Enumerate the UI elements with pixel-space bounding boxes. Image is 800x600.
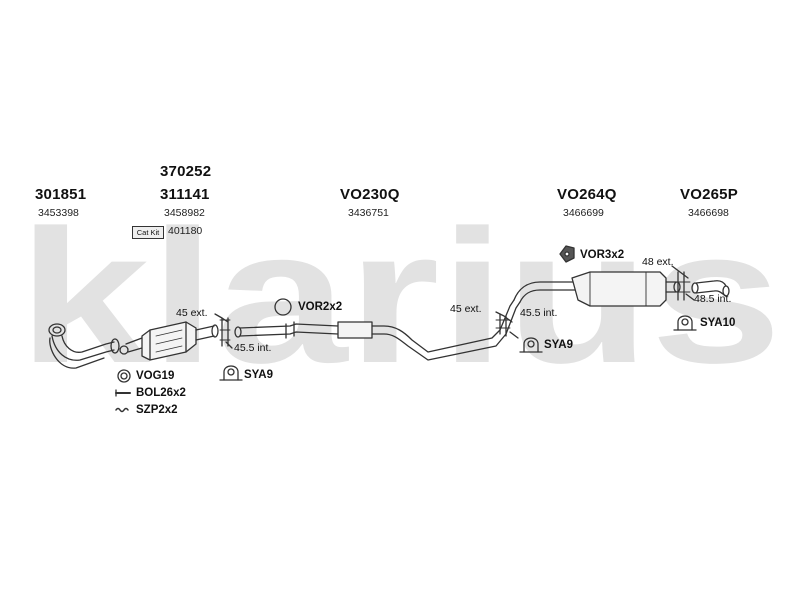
part-code-tailpipe: VO265P — [680, 186, 738, 203]
part-code-downpipe: 301851 — [35, 186, 87, 203]
cat-kit-number: 401180 — [168, 225, 203, 237]
joint-2-marks — [495, 311, 519, 339]
joint-3-ext-label: 48 ext. — [642, 256, 674, 268]
part-ref-centre-pipe: 3436751 — [348, 207, 389, 219]
joint-1-marks — [214, 313, 233, 349]
rubber-hanger-icon — [559, 245, 575, 263]
rear-silencer-drawing — [513, 271, 681, 307]
spring-icon — [115, 407, 129, 413]
fitting-label-sya10: SYA10 — [700, 317, 736, 329]
fitting-label-bol26x2: BOL26x2 — [136, 387, 186, 399]
clamp-icon-front — [219, 365, 243, 381]
tailpipe-drawing — [691, 280, 730, 297]
downpipe-drawing — [48, 323, 129, 369]
joint-2-int-label: 45.5 int. — [520, 307, 558, 319]
centre-pipe-drawing — [234, 299, 521, 361]
fitting-label-vog19: VOG19 — [136, 370, 175, 382]
clamp-icon-tailpipe — [673, 315, 697, 331]
part-ref-rear-silencer: 3466699 — [563, 207, 604, 219]
part-code-catalyst-alt: 370252 — [160, 163, 212, 180]
cat-kit-badge: Cat Kit — [132, 226, 164, 239]
part-ref-tailpipe: 3466698 — [688, 207, 729, 219]
fitting-label-sya9-front: SYA9 — [244, 369, 273, 381]
ring-icon — [274, 298, 292, 316]
fitting-label-vor2x2: VOR2x2 — [298, 301, 343, 313]
joint-2-ext-label: 45 ext. — [450, 303, 482, 315]
catalyst-drawing — [125, 321, 219, 361]
part-code-rear-silencer: VO264Q — [557, 186, 617, 203]
joint-3-marks — [671, 265, 695, 301]
joint-1-int-label: 45.5 int. — [234, 342, 272, 354]
fitting-label-vor3x2: VOR3x2 — [580, 249, 625, 261]
bolt-icon — [115, 389, 131, 397]
joint-1-ext-label: 45 ext. — [176, 307, 208, 319]
part-code-catalyst: 311141 — [160, 186, 210, 203]
part-ref-downpipe: 3453398 — [38, 207, 79, 219]
part-code-centre-pipe: VO230Q — [340, 186, 400, 203]
gasket-icon — [117, 369, 131, 383]
clamp-icon-rear — [519, 337, 543, 353]
fitting-label-szp2x2: SZP2x2 — [136, 404, 178, 416]
fitting-label-sya9-rear: SYA9 — [544, 339, 573, 351]
part-ref-catalyst: 3458982 — [164, 207, 205, 219]
joint-3-int-label: 48.5 int. — [694, 293, 732, 305]
